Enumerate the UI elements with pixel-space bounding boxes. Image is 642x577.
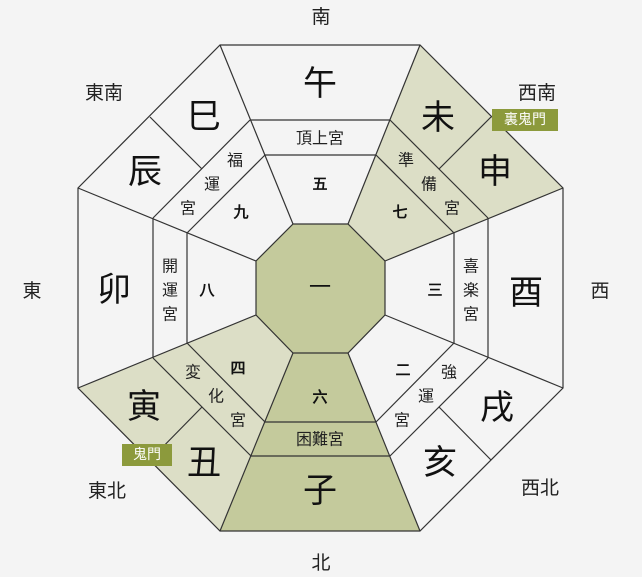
svg-text:備: 備 (421, 175, 437, 194)
palace-northeast: 変 化 宮 (185, 363, 246, 430)
svg-text:運: 運 (162, 281, 178, 300)
direction-east: 東 (22, 280, 41, 302)
kimon-badge: 鬼門 (122, 444, 172, 466)
number-northwest: 二 (395, 361, 410, 379)
direction-southwest: 西南 (518, 82, 556, 104)
number-southwest: 七 (392, 203, 407, 221)
svg-text:鬼門: 鬼門 (133, 447, 161, 463)
number-southeast: 九 (232, 203, 248, 221)
svg-text:運: 運 (418, 387, 434, 406)
zodiac-i: 亥 (423, 443, 457, 483)
palace-northwest: 強 運 宮 (394, 363, 457, 430)
zodiac-inu: 戌 (480, 388, 514, 428)
svg-text:準: 準 (398, 151, 414, 170)
palace-north: 困難宮 (296, 430, 344, 449)
center-number: 一 (309, 276, 331, 301)
zodiac-saru: 申 (478, 152, 512, 192)
zodiac-tora: 寅 (127, 387, 161, 427)
direction-west: 西 (590, 280, 609, 302)
center-octagon (256, 224, 385, 353)
zodiac-tori: 酉 (509, 273, 543, 313)
svg-text:宮: 宮 (180, 199, 196, 218)
palace-southeast: 福 運 宮 (180, 151, 243, 218)
number-west: 三 (427, 281, 442, 299)
zodiac-tatsu: 辰 (128, 152, 162, 192)
zodiac-ushi: 丑 (187, 443, 221, 483)
palace-southwest: 準 備 宮 (398, 151, 460, 218)
svg-text:宮: 宮 (162, 305, 178, 324)
direction-south: 南 (311, 6, 330, 28)
svg-text:化: 化 (208, 387, 224, 406)
svg-text:楽: 楽 (463, 281, 479, 300)
zodiac-ne: 子 (303, 471, 337, 511)
direction-northeast: 東北 (88, 480, 126, 502)
svg-text:喜: 喜 (463, 257, 479, 276)
direction-northwest: 西北 (521, 477, 559, 499)
svg-text:開: 開 (162, 257, 178, 276)
number-south: 五 (312, 175, 327, 193)
number-northeast: 四 (230, 359, 245, 377)
svg-text:運: 運 (204, 175, 220, 194)
palace-west: 喜 楽 宮 (463, 257, 479, 324)
number-east: 八 (198, 281, 215, 299)
zodiac-u: 卯 (97, 270, 131, 310)
number-north: 六 (312, 388, 327, 406)
svg-text:宮: 宮 (394, 411, 410, 430)
zodiac-mi: 巳 (187, 97, 221, 137)
zodiac-uma: 午 (303, 64, 337, 104)
north-sector (220, 353, 420, 531)
grid-lines (77, 44, 564, 532)
ura-kimon-badge: 裏鬼門 (492, 109, 558, 131)
direction-southeast: 東南 (85, 82, 123, 104)
svg-text:強: 強 (441, 363, 457, 382)
palace-east: 開 運 宮 (162, 257, 178, 324)
svg-text:宮: 宮 (230, 411, 246, 430)
svg-text:変: 変 (185, 363, 201, 382)
palace-south: 頂上宮 (296, 129, 344, 148)
svg-text:宮: 宮 (444, 199, 460, 218)
zodiac-hitsuji: 未 (421, 98, 455, 138)
svg-text:福: 福 (227, 151, 243, 170)
svg-text:裏鬼門: 裏鬼門 (504, 111, 546, 128)
direction-north: 北 (311, 552, 330, 574)
svg-text:宮: 宮 (463, 305, 479, 324)
